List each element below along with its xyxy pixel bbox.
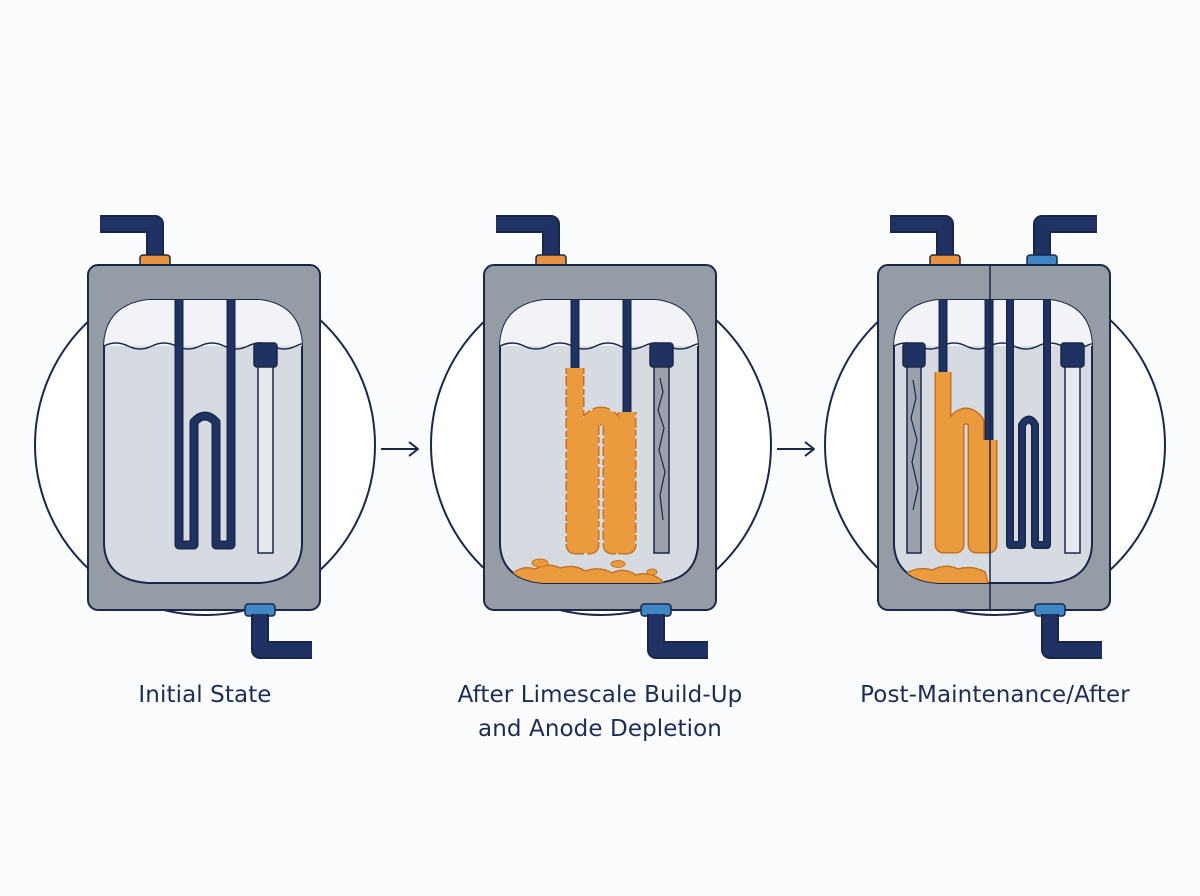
sediment-pile	[894, 565, 991, 583]
anode-rod-depleted	[653, 359, 670, 554]
arrow-1	[381, 441, 419, 457]
anode-cap	[649, 342, 674, 368]
panel-after-limescale	[430, 215, 772, 659]
panel-initial-state	[34, 215, 376, 659]
water-surface	[104, 342, 302, 350]
caption-line: After Limescale Build-Up	[457, 682, 743, 708]
caption-line: and Anode Depletion	[478, 716, 722, 742]
caption-after-limescale: After Limescale Build-Up and Anode Deple…	[420, 678, 780, 746]
anode-cap	[253, 342, 278, 368]
anode-rod	[257, 359, 274, 554]
caption-line: Post-Maintenance/After	[860, 682, 1130, 708]
caption-line: Initial State	[138, 682, 272, 708]
anode-rod-new	[1064, 359, 1081, 554]
caption-post-maintenance: Post-Maintenance/After	[830, 678, 1160, 712]
anode-cap	[902, 342, 926, 368]
sediment-pile	[500, 564, 674, 583]
arrow-2	[777, 441, 815, 457]
caption-initial-state: Initial State	[85, 678, 325, 712]
anode-cap	[1060, 342, 1085, 368]
water-surface	[500, 342, 698, 350]
panel-post-maintenance	[824, 215, 1166, 659]
